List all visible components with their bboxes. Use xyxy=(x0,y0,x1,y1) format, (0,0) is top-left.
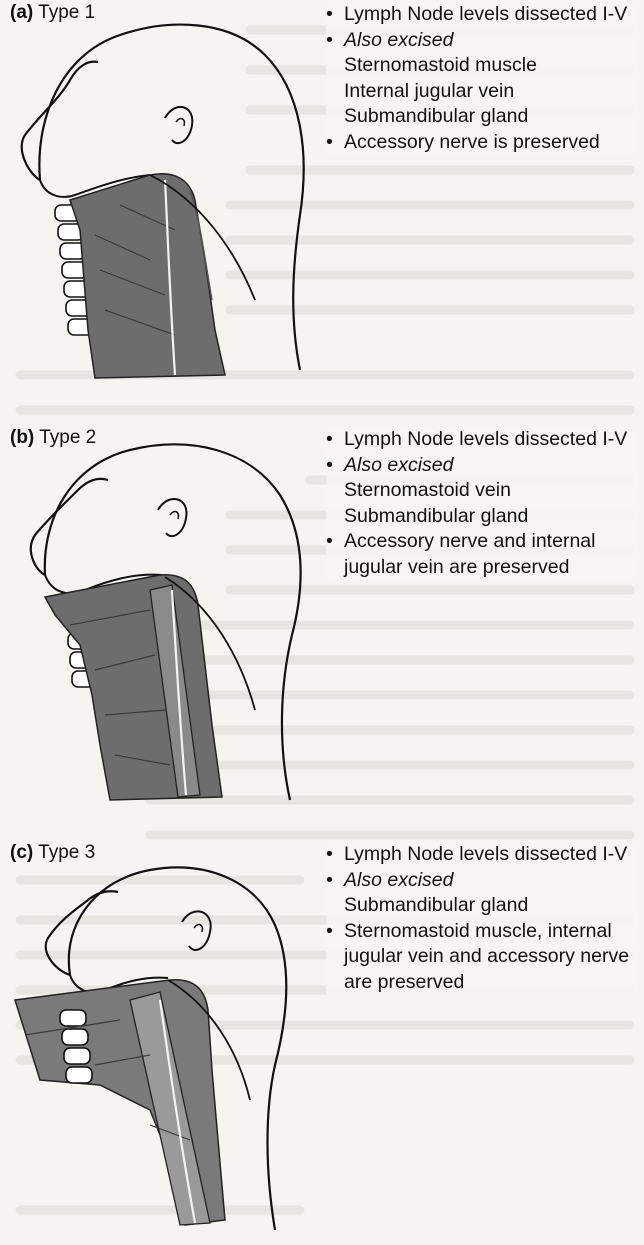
sub-item: Submandibular gland xyxy=(326,104,638,130)
sub-item: Internal jugular vein xyxy=(326,79,638,105)
bullet-item: Accessory nerve and internal jugular vei… xyxy=(326,529,638,580)
bullet-item: Lymph Node levels dissected I-V xyxy=(326,427,638,453)
panel-type-3: (c) Type 3 Lymph Node levels dissected I… xyxy=(0,840,644,1240)
bullet-item: Also excised xyxy=(326,453,638,479)
neck-dissection-diagram-type-2 xyxy=(0,425,330,810)
neck-dissection-diagram-type-3 xyxy=(0,840,330,1240)
bullet-item: Lymph Node levels dissected I-V xyxy=(326,2,638,28)
bullet-list-type-2: Lymph Node levels dissected I-V Also exc… xyxy=(326,427,638,580)
bullet-item: Also excised xyxy=(326,868,638,894)
bullet-item: Also excised xyxy=(326,28,638,54)
bullet-list-type-1: Lymph Node levels dissected I-V Also exc… xyxy=(326,2,638,155)
panel-type-1: (a) Type 1 Lymph Node levels dissected I… xyxy=(0,0,644,400)
sub-item: Submandibular gland xyxy=(326,893,638,919)
bullet-list-type-3: Lymph Node levels dissected I-V Also exc… xyxy=(326,842,638,995)
panel-type-2: (b) Type 2 Lymph Node levels dissected I… xyxy=(0,425,644,810)
panel-label-c: (c) Type 3 xyxy=(10,842,99,864)
sub-item: Sternomastoid muscle xyxy=(326,53,638,79)
bullet-item: Lymph Node levels dissected I-V xyxy=(326,842,638,868)
panel-label-a: (a) Type 1 xyxy=(10,2,99,24)
bullet-item: Accessory nerve is preserved xyxy=(326,130,638,156)
bullet-item: Sternomastoid muscle, internal jugular v… xyxy=(326,919,638,996)
panel-label-b: (b) Type 2 xyxy=(10,427,100,449)
neck-dissection-diagram-type-1 xyxy=(0,0,330,400)
sub-item: Sternomastoid vein xyxy=(326,478,638,504)
sub-item: Submandibular gland xyxy=(326,504,638,530)
